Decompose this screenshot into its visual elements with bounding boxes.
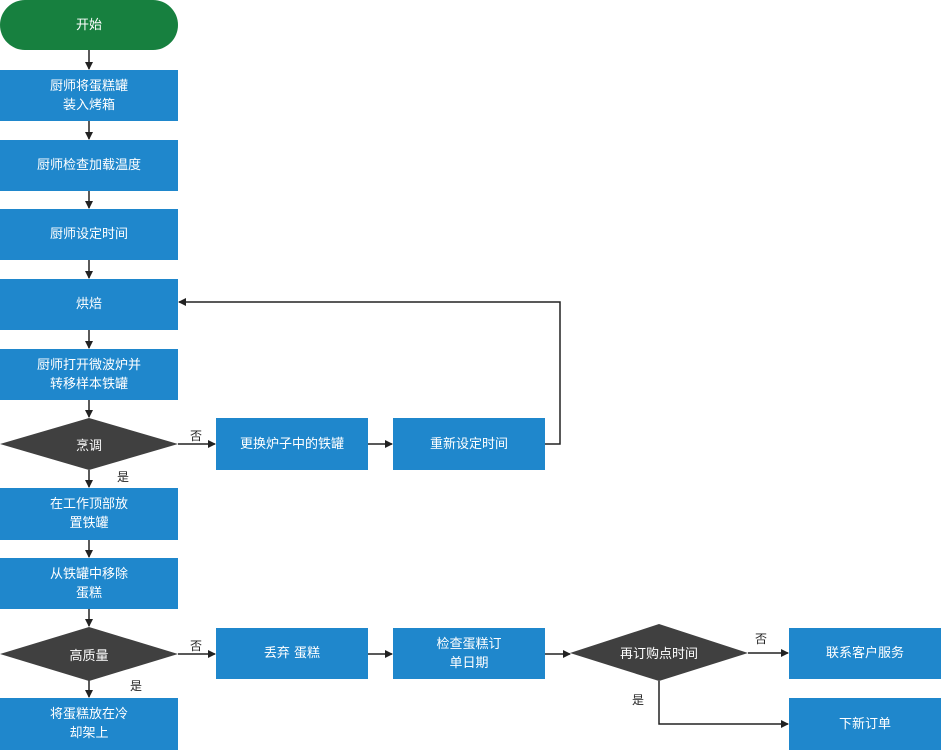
label-reorder-yes: 是 — [632, 693, 645, 707]
step-load-pans: 厨师将蛋糕罐 装入烤箱 — [0, 70, 178, 121]
label-cooked-yes: 是 — [117, 470, 130, 484]
step-remove-cake: 从铁罐中移除 蛋糕 — [0, 558, 178, 609]
decision-reorder-point: 再订购点时间 — [619, 647, 698, 662]
decision-reorder-shape — [570, 624, 748, 681]
step-discard-cake: 丢弃 蛋糕 — [216, 628, 368, 679]
step-replace-pans: 更换炉子中的铁罐 — [216, 418, 368, 470]
step-cooling-rack: 将蛋糕放在冷 却架上 — [0, 698, 178, 750]
step-open-oven: 厨师打开微波炉并 转移样本铁罐 — [0, 349, 178, 400]
step-set-time: 厨师设定时间 — [0, 209, 178, 260]
arrow-reset-loop-to-bake — [178, 298, 561, 445]
label-quality-yes: 是 — [130, 679, 143, 693]
arrow-reorder-yes — [658, 681, 789, 728]
label-quality-no: 否 — [190, 639, 203, 653]
step-contact-service: 联系客户服务 — [789, 628, 941, 679]
decision-cooked-shape — [0, 418, 178, 470]
decision-quality-shape — [0, 627, 178, 681]
start-node: 开始 — [0, 0, 178, 50]
step-place-on-top: 在工作顶部放 置铁罐 — [0, 488, 178, 540]
decision-cooked: 烹调 — [75, 438, 102, 454]
step-reset-time: 重新设定时间 — [393, 418, 545, 470]
label-reorder-no: 否 — [755, 632, 768, 646]
step-check-order-date: 检查蛋糕订 单日期 — [393, 628, 545, 679]
step-bake: 烘焙 — [0, 279, 178, 330]
step-check-temp: 厨师检查加载温度 — [0, 140, 178, 191]
step-new-order: 下新订单 — [789, 698, 941, 750]
label-cooked-no: 否 — [190, 429, 203, 443]
decision-high-quality: 高质量 — [69, 648, 109, 664]
